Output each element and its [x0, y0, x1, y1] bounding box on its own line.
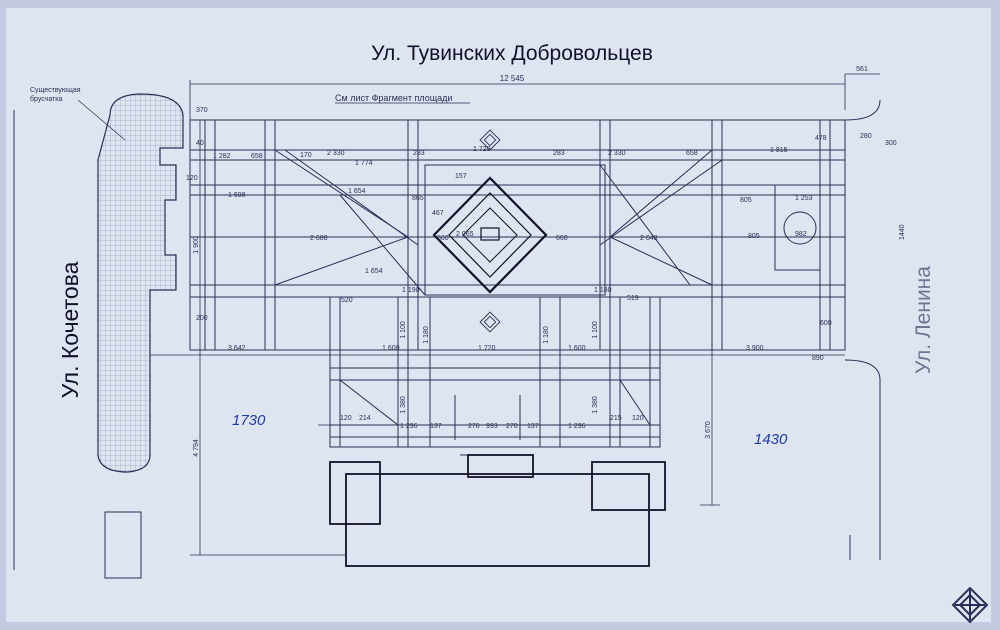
dim-e-3: 1 600 [568, 345, 586, 352]
dim-small-1: 120 [186, 175, 198, 182]
dim-small-9: 280 [860, 133, 872, 140]
dim-e-0: 3 642 [228, 345, 246, 352]
dim-v-7: 1 380 [400, 396, 407, 414]
dim-a-8: 658 [686, 150, 698, 157]
dim-a-5: 1 720 [473, 146, 491, 153]
dimension-labels: 1 282 658 2 330 1 774 283 1 720 283 2 33… [186, 107, 906, 457]
dim-small-15: 1 180 [594, 287, 612, 294]
dim-v-1: 4 794 [193, 439, 200, 457]
dim-f-8: 1 296 [568, 423, 586, 430]
dim-top-right: 561 [856, 66, 868, 73]
dim-d-0: 520 [341, 297, 353, 304]
building-outline [329, 454, 666, 567]
knot-ornament-bottom [479, 311, 501, 333]
dim-b-4: 1 253 [795, 195, 813, 202]
dim-c-3: 660 [556, 235, 568, 242]
dim-small-2: 200 [196, 315, 208, 322]
dim-a-7: 2 330 [608, 150, 626, 157]
dim-a-9: 1 815 [770, 147, 788, 154]
dim-small-4: 170 [300, 152, 312, 159]
overall-dimension [189, 73, 880, 120]
dim-f-0: 120 [340, 415, 352, 422]
dim-a-3: 1 774 [355, 160, 373, 167]
dim-small-3: 370 [196, 107, 208, 114]
round-planter [774, 184, 821, 271]
note-existing-line2: брусчатка [30, 95, 62, 103]
dim-small-11: 300 [885, 140, 897, 147]
central-diamond [432, 176, 548, 294]
note-existing-line1: Существующая [30, 87, 81, 94]
endless-knot-watermark [951, 586, 989, 624]
handwritten-area-left: 1730 [232, 412, 266, 429]
dim-f-2: 1 296 [400, 423, 418, 430]
dim-v-5: 1 180 [543, 326, 550, 344]
dim-c-6: 982 [795, 231, 807, 238]
dim-f-10: 120 [632, 415, 644, 422]
dim-small-0: 40 [196, 140, 204, 147]
dim-f-3: 137 [430, 423, 442, 430]
dim-f-5: 993 [486, 423, 498, 430]
dim-f-4: 270 [468, 423, 480, 430]
dim-a-2: 2 330 [327, 150, 345, 157]
dim-c-0: 2 688 [310, 235, 328, 242]
dim-b-1: 1 654 [348, 188, 366, 195]
street-edges [13, 99, 881, 579]
street-label-right: Ул. Ленина [912, 266, 935, 374]
dim-c-5: 805 [748, 233, 760, 240]
dim-e-1: 1 600 [382, 345, 400, 352]
dim-small-6: 467 [432, 210, 444, 217]
dim-c-1: 2 065 [456, 231, 474, 238]
dim-b-3: 805 [740, 197, 752, 204]
handwritten-area-right: 1430 [754, 431, 788, 448]
dim-v-8: 1 380 [592, 396, 599, 414]
dim-small-12: 1440 [899, 224, 906, 240]
existing-paving-area [97, 93, 184, 473]
dim-f-9: 215 [610, 415, 622, 422]
dim-a-0: 1 282 [213, 153, 231, 160]
dim-e-2: 1 720 [478, 345, 496, 352]
dim-f-6: 270 [506, 423, 518, 430]
dim-small-5: 157 [455, 173, 467, 180]
dim-b-2: 1 654 [365, 268, 383, 275]
dim-b-0: 1 698 [228, 192, 246, 199]
dim-a-4: 283 [413, 150, 425, 157]
dim-a-6: 283 [553, 150, 565, 157]
plaza-paths [189, 119, 846, 351]
dim-small-10: 478 [815, 135, 827, 142]
dim-a-1: 658 [251, 153, 263, 160]
note-reference: См лист Фрагмент площади [335, 93, 452, 103]
dim-v-3: 1 100 [400, 321, 407, 339]
note-leader [77, 99, 126, 141]
street-label-top: Ул. Тувинских Добровольцев [371, 42, 653, 65]
dim-f-1: 214 [359, 415, 371, 422]
dim-small-13: 890 [812, 355, 824, 362]
dim-e-4: 3 900 [746, 345, 764, 352]
dim-small-7: 865 [412, 195, 424, 202]
dim-c-4: 2 648 [640, 235, 658, 242]
dim-overall: 12 545 [500, 74, 525, 83]
street-label-left: Ул. Кочетова [57, 261, 83, 398]
vertical-dimension-lines [150, 120, 845, 556]
dim-d-1: 519 [627, 295, 639, 302]
dim-v-6: 1 100 [592, 321, 599, 339]
knot-ornament-top [479, 129, 501, 151]
dim-v-2: 3 670 [705, 421, 712, 439]
dim-f-7: 137 [527, 423, 539, 430]
dim-small-8: 600 [820, 320, 832, 327]
dim-v-4: 1 180 [423, 326, 430, 344]
dim-small-14: 1 190 [402, 287, 420, 294]
dim-c-2: 660 [437, 235, 449, 242]
dim-v-0: 1 900 [193, 236, 200, 254]
